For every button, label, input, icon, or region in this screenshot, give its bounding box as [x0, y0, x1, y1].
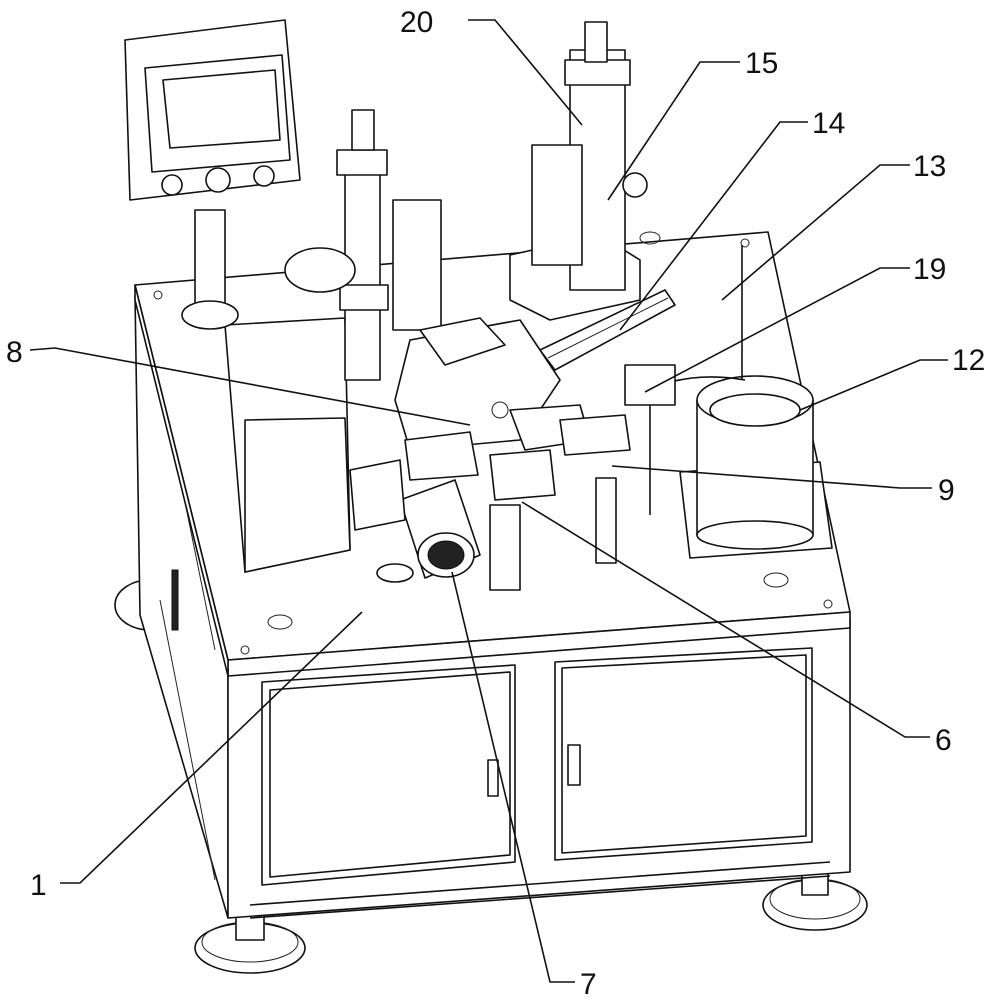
label-13: 13 [913, 150, 946, 183]
label-20: 20 [400, 6, 433, 39]
label-19: 19 [913, 253, 946, 286]
label-12: 12 [952, 344, 985, 377]
label-9: 9 [938, 474, 955, 507]
label-15: 15 [745, 47, 778, 80]
label-14: 14 [812, 107, 845, 140]
label-6: 6 [935, 724, 952, 757]
label-7: 7 [580, 968, 597, 1000]
label-1: 1 [30, 869, 47, 902]
label-8: 8 [6, 336, 23, 369]
